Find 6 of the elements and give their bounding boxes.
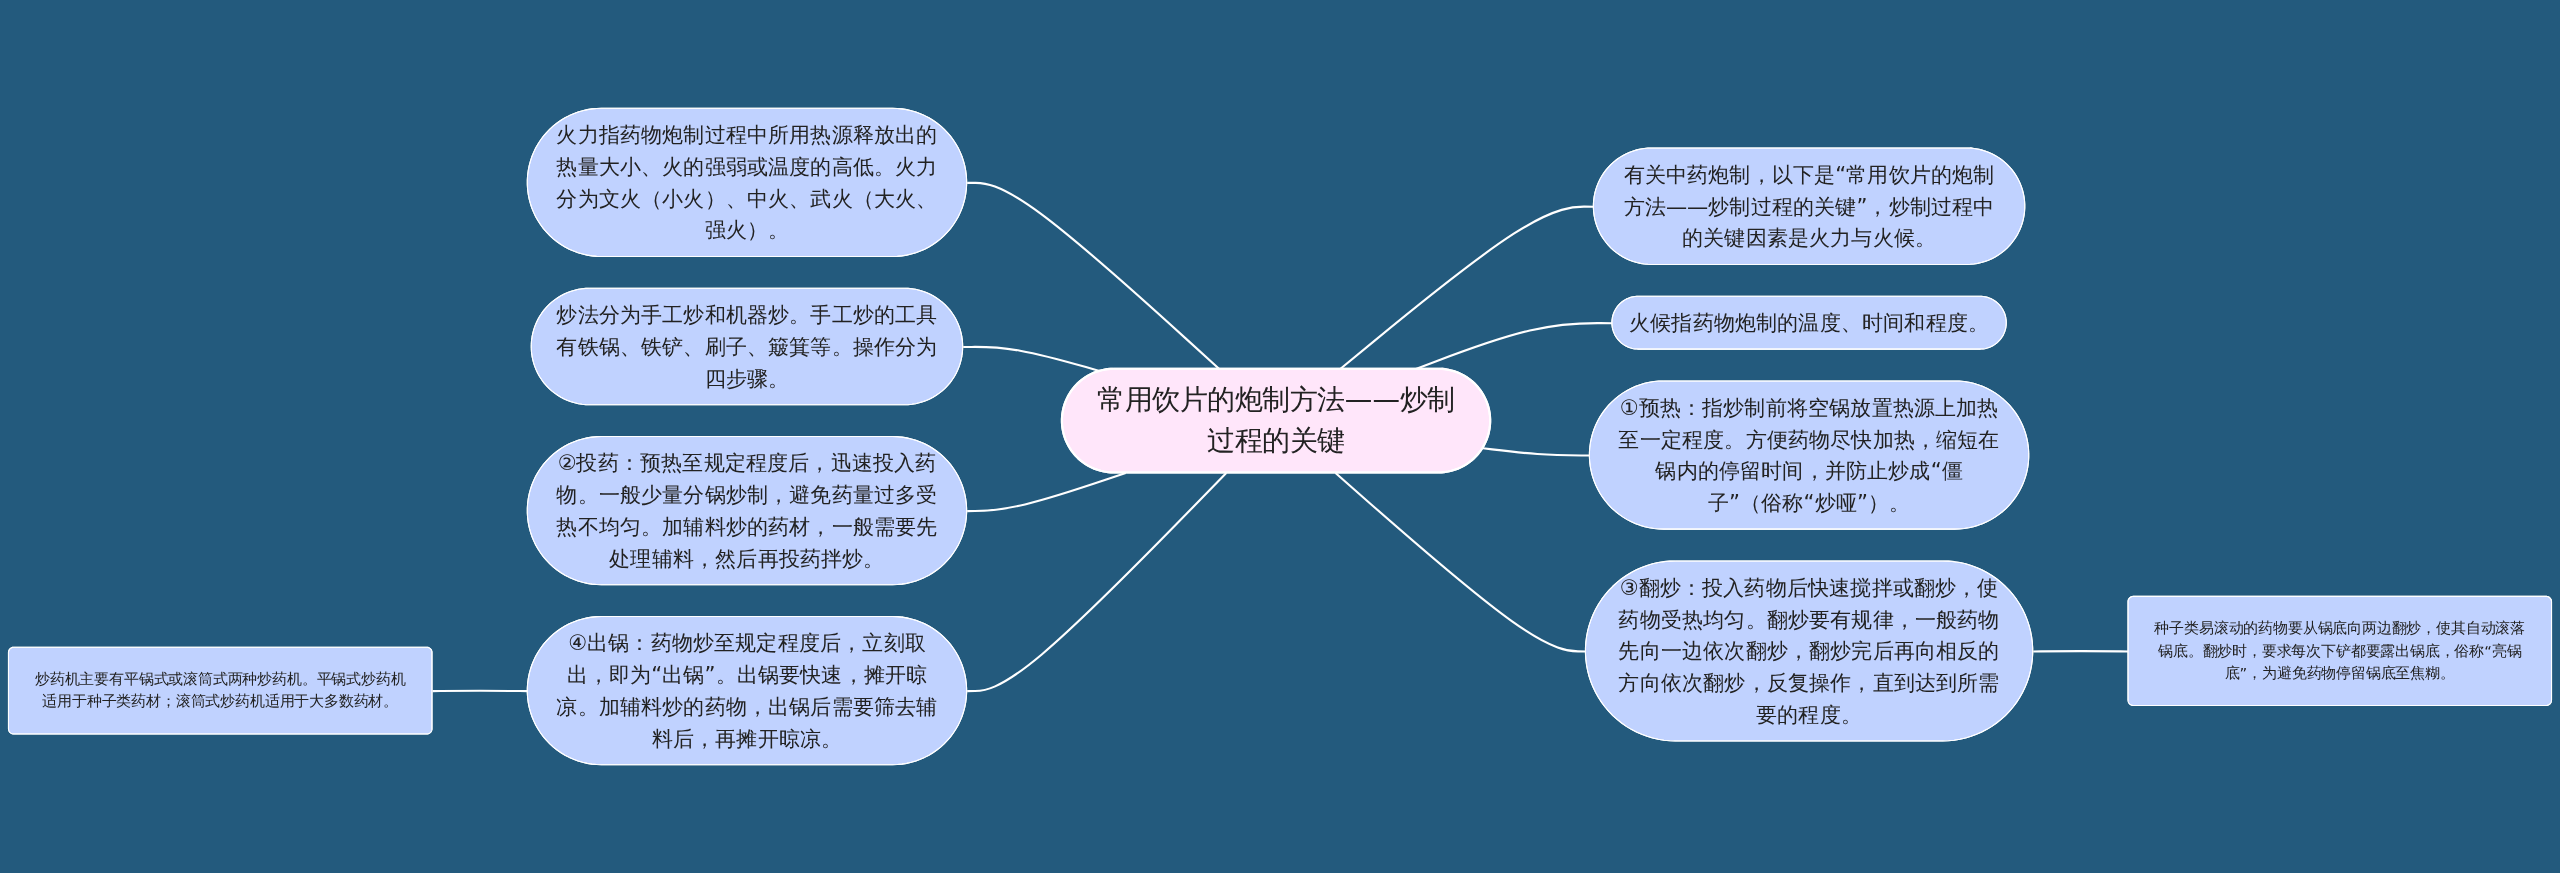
- connector: [967, 472, 1228, 693]
- connector: [2033, 650, 2129, 653]
- connector: [967, 472, 1126, 513]
- connector: [1482, 447, 1590, 457]
- connector: [432, 689, 528, 693]
- connector: [1334, 472, 1586, 653]
